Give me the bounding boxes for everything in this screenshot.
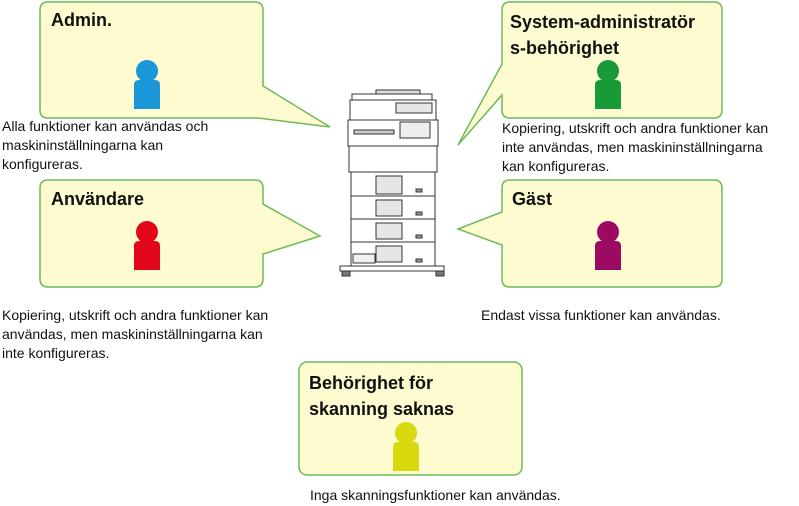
sysadmin-person-icon	[595, 60, 621, 109]
description-line: maskininställningarna kan	[2, 137, 164, 153]
admin-title: Admin.	[51, 10, 112, 30]
sysadmin-bubble	[457, 1, 723, 146]
user-person-icon	[134, 221, 160, 270]
guest-bubble	[455, 179, 723, 288]
sysadmin-title: System-administratör s-behörighet	[510, 9, 695, 61]
admin-bubble	[39, 1, 331, 128]
user-description: Kopiering, utskrift och andra funktioner…	[2, 306, 268, 363]
noscan-bubble	[298, 361, 523, 476]
description-line: konfigureras.	[2, 156, 83, 172]
guest-description: Endast vissa funktioner kan användas.	[481, 306, 721, 325]
description-line: Kopiering, utskrift och andra funktioner…	[502, 120, 769, 136]
sysadmin-title-line: System-administratör	[510, 12, 696, 32]
noscan-title-line: Behörighet för	[309, 373, 433, 393]
user-title: Användare	[51, 189, 145, 209]
description-line: Endast vissa funktioner kan användas.	[481, 307, 721, 323]
description-line: inte användas, men maskininställningarna	[502, 139, 763, 155]
noscan-description: Inga skanningsfunktioner kan användas.	[310, 486, 561, 505]
noscan-title: Behörighet för skanning saknas	[309, 370, 454, 422]
guest-title: Gäst	[512, 189, 553, 209]
sysadmin-title-line: s-behörighet	[510, 38, 620, 58]
guest-person-icon	[595, 221, 621, 270]
description-line: Inga skanningsfunktioner kan användas.	[310, 487, 561, 503]
description-line: Alla funktioner kan användas och	[2, 118, 209, 134]
description-line: Kopiering, utskrift och andra funktioner…	[2, 307, 269, 323]
user-bubble	[39, 179, 322, 288]
noscan-title-line: skanning saknas	[309, 399, 455, 419]
sysadmin-description: Kopiering, utskrift och andra funktioner…	[502, 119, 768, 176]
noscan-person-icon	[393, 422, 419, 471]
description-line: kan konfigureras.	[502, 158, 610, 174]
multifunction-printer-icon	[339, 89, 445, 277]
description-line: användas, men maskininställningarna kan	[2, 326, 263, 342]
admin-description: Alla funktioner kan användas och maskini…	[2, 117, 208, 174]
admin-person-icon	[134, 60, 160, 109]
description-line: inte konfigureras.	[2, 345, 110, 361]
